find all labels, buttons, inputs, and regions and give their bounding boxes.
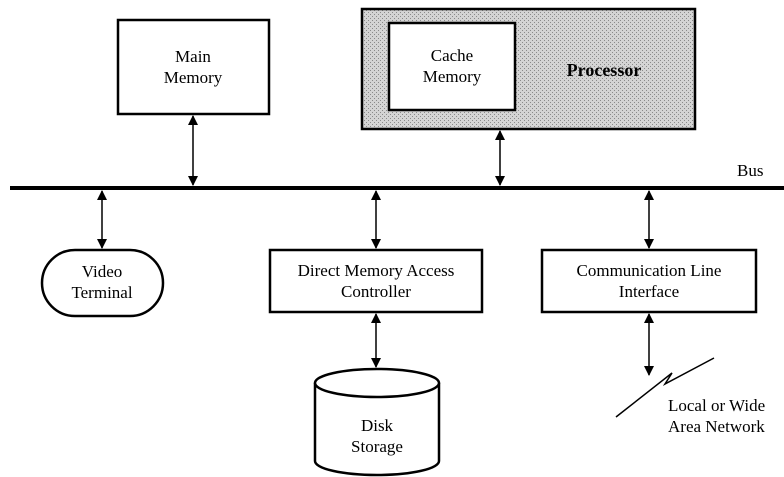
cache-memory-box bbox=[387, 21, 517, 112]
comm-interface-label-line1: Communication Line bbox=[577, 261, 722, 280]
dma-controller-node: Direct Memory Access Controller bbox=[268, 248, 484, 314]
cache-memory-label-line1: Cache bbox=[431, 46, 473, 65]
main-memory-label-line2: Memory bbox=[164, 68, 223, 87]
video-terminal-label-line1: Video bbox=[82, 262, 123, 281]
main-memory-label-line1: Main bbox=[175, 47, 211, 66]
network-label-line1: Local or Wide bbox=[668, 396, 765, 415]
network-symbol bbox=[615, 357, 715, 418]
disk-storage-label-line2: Storage bbox=[351, 437, 403, 456]
disk-storage-label-line1: Disk bbox=[361, 416, 394, 435]
processor-label: Processor bbox=[567, 60, 642, 80]
main-memory-node: Main Memory bbox=[116, 18, 271, 116]
cache-memory-label-line2: Memory bbox=[423, 67, 482, 86]
video-terminal-label-line2: Terminal bbox=[71, 283, 132, 302]
dma-controller-label-line1: Direct Memory Access bbox=[298, 261, 455, 280]
network-label-line2: Area Network bbox=[668, 417, 765, 436]
disk-storage-node: Disk Storage bbox=[313, 367, 441, 477]
dma-controller-label-line2: Controller bbox=[341, 282, 411, 301]
processor-node: Cache Memory Processor bbox=[360, 7, 697, 131]
comm-interface-node: Communication Line Interface bbox=[540, 248, 758, 314]
video-terminal-node: Video Terminal bbox=[40, 248, 165, 318]
bus-label: Bus bbox=[737, 161, 763, 180]
comm-interface-label-line2: Interface bbox=[619, 282, 679, 301]
